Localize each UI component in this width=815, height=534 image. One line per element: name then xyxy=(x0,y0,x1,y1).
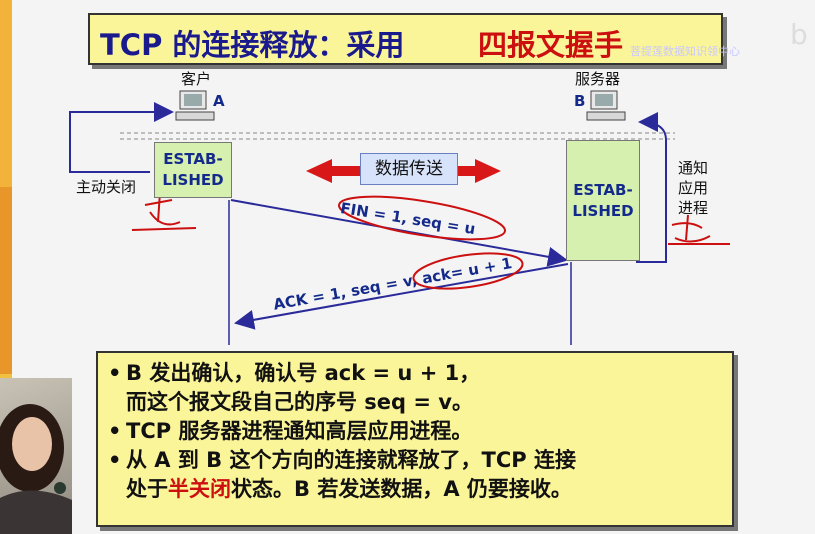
computer-b-icon xyxy=(586,90,626,121)
bullet-line: •TCP 服务器进程通知高层应用进程。 xyxy=(108,419,473,443)
handwriting-mark-client xyxy=(131,191,197,231)
client-state-line2: LISHED xyxy=(162,171,224,189)
server-state-line2: LISHED xyxy=(572,201,634,220)
server-state-line1: ESTAB- xyxy=(573,180,633,199)
presenter-avatar xyxy=(0,404,72,534)
client-host-label: A xyxy=(213,92,225,110)
client-action-label: 主动关闭 xyxy=(76,178,137,196)
title-emphasis: 四报文握手 xyxy=(478,28,624,62)
title-text: TCP 的连接释放：采用 xyxy=(100,28,405,62)
computer-a-icon xyxy=(175,90,215,121)
server-state-box: ESTAB- LISHED xyxy=(566,140,640,261)
server-host-label: B xyxy=(574,92,586,110)
server-notify-path xyxy=(636,112,667,263)
handwriting-mark-server xyxy=(668,214,730,245)
client-state-box: ESTAB- LISHED xyxy=(154,142,232,198)
client-state-line1: ESTAB- xyxy=(163,150,223,168)
ack-annotation-circle xyxy=(412,252,524,290)
half-close-emphasis: 半关闭 xyxy=(168,477,231,501)
bullet-line: 处于半关闭状态。B 若发送数据，A 仍要接收。 xyxy=(126,477,572,501)
corner-mark-icon: b xyxy=(790,18,808,51)
bullet-line: •从 A 到 B 这个方向的连接就释放了，TCP 连接 xyxy=(108,448,576,472)
bullet-line: •B 发出确认，确认号 ack = u + 1， xyxy=(108,361,481,385)
bullet-line: 而这个报文段自己的序号 seq = v。 xyxy=(126,390,473,414)
data-transfer-label: 数据传送 xyxy=(360,153,458,185)
server-label: 服务器 xyxy=(575,70,621,88)
client-close-path xyxy=(69,102,174,173)
slide-title: TCP 的连接释放：采用 四报文握手 xyxy=(88,13,723,65)
data-transfer-arrow xyxy=(306,159,501,183)
client-label: 客户 xyxy=(181,70,212,88)
fin-annotation-circle xyxy=(337,195,507,241)
watermark: 菩提莲数据知识领中心 xyxy=(630,45,740,58)
webcam-overlay xyxy=(0,378,72,534)
server-action-label: 通知 应用 进程 xyxy=(678,159,709,217)
bullet-box: •B 发出确认，确认号 ack = u + 1， 而这个报文段自己的序号 seq… xyxy=(96,351,734,527)
